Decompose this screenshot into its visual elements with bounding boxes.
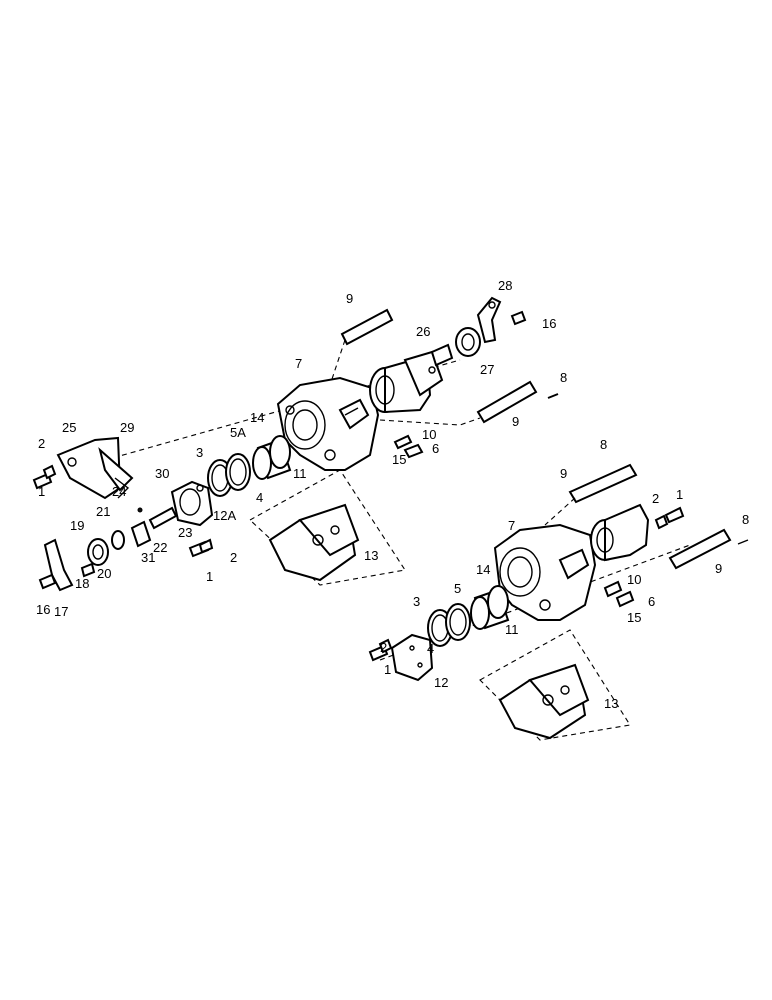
lower-brake-pads [479, 629, 631, 741]
callout-upper-21: 7 [295, 356, 302, 371]
callout-lower-18: 8 [742, 512, 749, 527]
callout-upper-28: 6 [432, 441, 439, 456]
callout-upper-20: 11 [293, 466, 307, 481]
callout-upper-25: 27 [480, 362, 494, 377]
upper-pin-right [379, 380, 559, 426]
callout-upper-2: 25 [62, 420, 76, 435]
callout-upper-12: 31 [141, 550, 155, 565]
callout-upper-33: 2 [230, 550, 237, 565]
callout-upper-15: 12A [213, 508, 236, 523]
callout-lower-16: 13 [604, 696, 618, 711]
lower-piston-right [590, 503, 650, 562]
callout-lower-5: 14 [476, 562, 490, 577]
callout-lower-15: 12 [434, 675, 448, 690]
callout-upper-29: 8 [560, 370, 567, 385]
callout-upper-8: 20 [97, 566, 111, 581]
callout-upper-17: 4 [256, 490, 263, 505]
lower-seals-piston [427, 585, 510, 647]
lower-pin-top [544, 463, 638, 526]
lower-left-bolts [368, 638, 393, 662]
upper-adjuster-parts [430, 296, 527, 367]
callout-upper-16: 3 [196, 445, 203, 460]
callout-lower-2: 2 [652, 491, 659, 506]
callout-lower-12: 4 [427, 641, 434, 656]
callout-upper-9: 18 [75, 576, 89, 591]
callout-upper-11: 16 [36, 602, 50, 617]
upper-lower-bolts [188, 538, 214, 558]
callout-lower-8: 15 [627, 610, 641, 625]
callout-upper-26: 16 [542, 316, 556, 331]
callout-lower-17: 9 [715, 561, 722, 576]
upper-adjuster-train [38, 506, 178, 592]
callout-upper-32: 13 [364, 548, 378, 563]
lower-end-cap [390, 633, 434, 682]
callout-lower-14: 1 [384, 662, 391, 677]
lower-bleed-bolts [603, 580, 635, 608]
callout-lower-13: 2 [380, 640, 387, 655]
callout-lower-1: 8 [600, 437, 607, 452]
lower-assembly [368, 463, 749, 741]
callout-upper-13: 22 [153, 540, 167, 555]
callout-upper-23: 26 [416, 324, 430, 339]
callout-lower-6: 5 [454, 581, 461, 596]
callout-upper-7: 19 [70, 518, 84, 533]
upper-piston-right [369, 350, 444, 414]
callout-upper-31: 15 [392, 452, 406, 467]
callout-upper-14: 23 [178, 525, 192, 540]
callout-upper-30: 9 [512, 414, 519, 429]
callout-lower-11: 3 [413, 594, 420, 609]
upper-brake-pads [249, 469, 406, 586]
callout-upper-1: 2 [38, 436, 45, 451]
callout-lower-7: 11 [505, 622, 519, 637]
callout-lower-3: 1 [676, 487, 683, 502]
upper-bracket [56, 436, 134, 500]
callout-upper-4: 24 [112, 484, 126, 499]
lower-right-bolts [654, 506, 685, 530]
lower-caliper-body [493, 523, 597, 621]
callout-lower-10: 6 [648, 594, 655, 609]
callout-upper-22: 9 [346, 291, 353, 306]
upper-seals-piston [207, 435, 292, 497]
callout-upper-24: 28 [498, 278, 512, 293]
upper-bleed-bolts [393, 434, 424, 459]
callout-upper-3: 29 [120, 420, 134, 435]
callout-upper-19: 14 [250, 410, 264, 425]
callout-upper-27: 10 [422, 427, 436, 442]
upper-end-housing [170, 480, 214, 527]
upper-assembly [32, 296, 559, 592]
lower-pin-right [668, 528, 749, 570]
callout-upper-5: 30 [155, 466, 169, 481]
callout-upper-18: 5A [230, 425, 246, 440]
callout-upper-0: 1 [38, 484, 45, 499]
callout-lower-0: 9 [560, 466, 567, 481]
callout-upper-10: 17 [54, 604, 68, 619]
callout-upper-6: 21 [96, 504, 110, 519]
upper-caliper-body [276, 376, 380, 471]
callout-upper-34: 1 [206, 569, 213, 584]
upper-left-bolts [32, 464, 57, 490]
callout-lower-4: 7 [508, 518, 515, 533]
callout-lower-9: 10 [627, 572, 641, 587]
